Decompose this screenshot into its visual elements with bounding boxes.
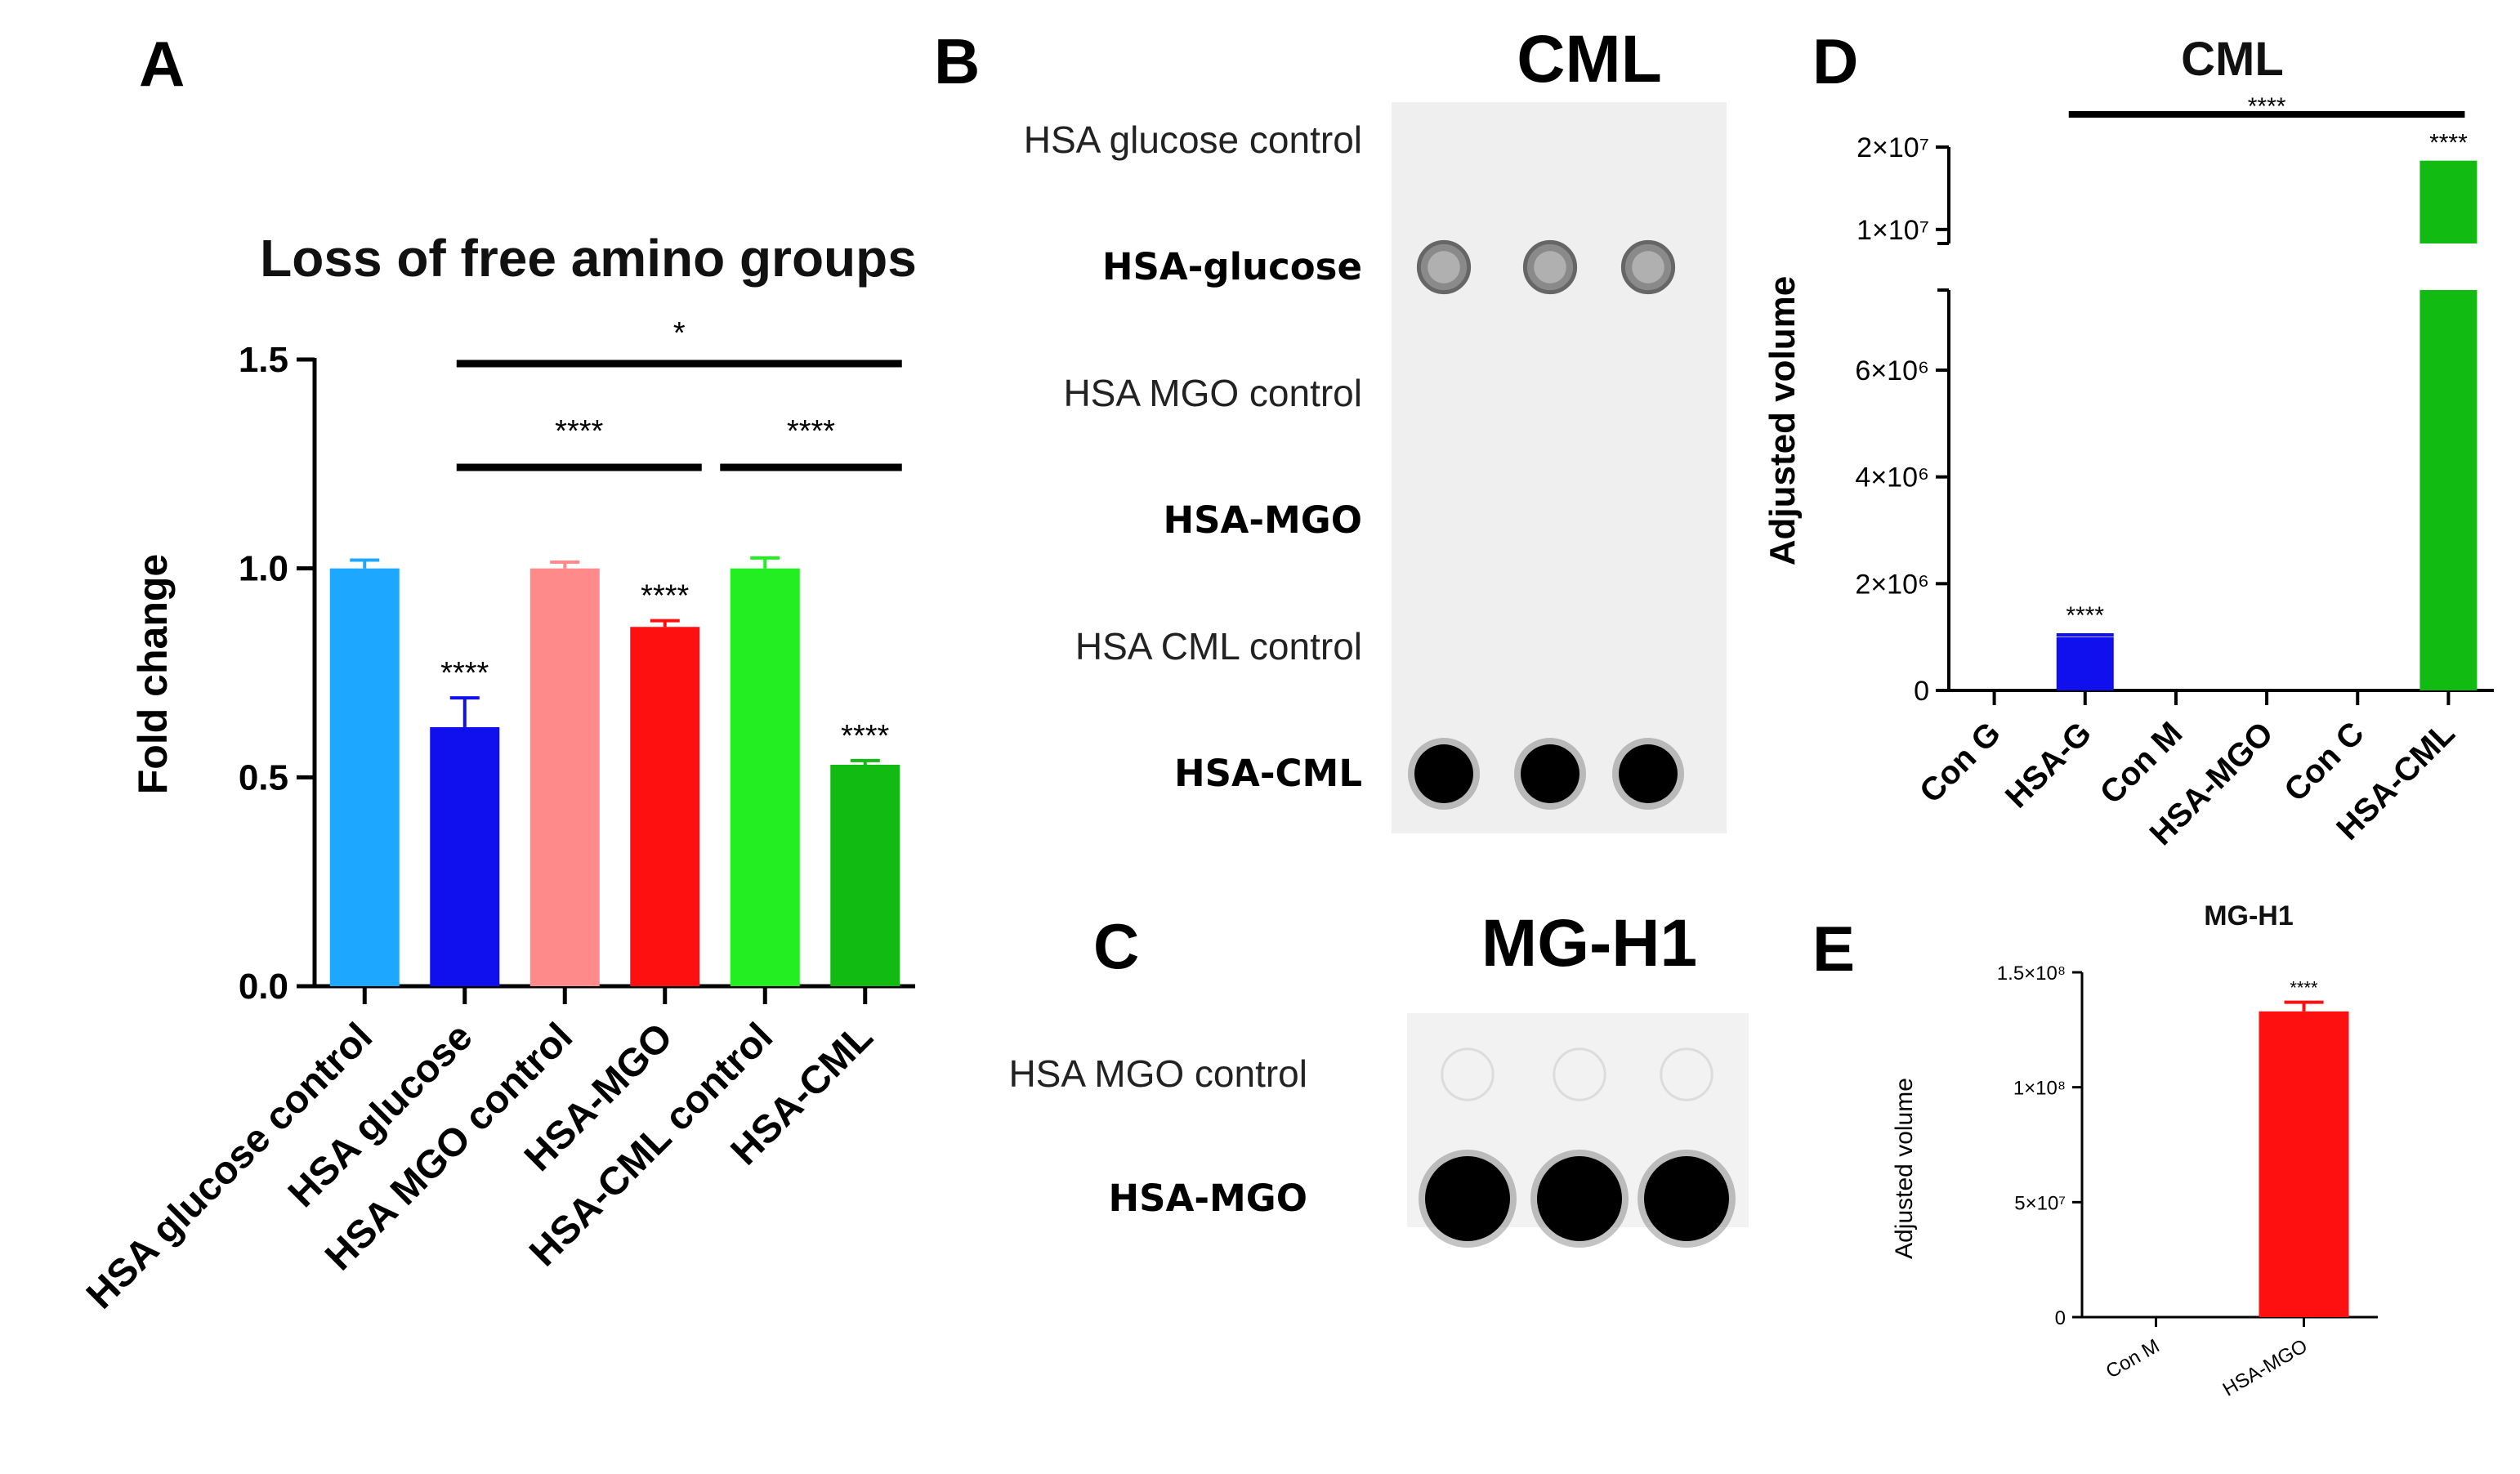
chart-d-bar — [2419, 290, 2478, 690]
blot-row-label: HSA-CML — [1174, 752, 1362, 795]
blot-row-label: HSA glucose control — [1024, 118, 1362, 161]
chart-d-bar-significance: **** — [2066, 602, 2104, 629]
blot-dot — [1441, 1047, 1495, 1101]
chart-a-bar-significance: **** — [641, 579, 689, 614]
chart-a-bar — [329, 568, 400, 986]
blot-dot-core — [1632, 251, 1664, 284]
chart-e-category-label: Con M — [2102, 1335, 2164, 1383]
chart-d-title: CML — [2181, 33, 2284, 86]
chart-e: MG-H1 Adjusted volume 0 5×10⁷ 1×10⁸ 1.5×10⁸… — [1891, 900, 2378, 1401]
chart-d-bar — [2056, 636, 2114, 690]
chart-d-category-label: Con G — [1913, 715, 2008, 810]
blot-dot — [1425, 1156, 1510, 1241]
blot-dot — [1537, 1156, 1622, 1241]
chart-e-category-label: HSA-MGO — [2219, 1335, 2312, 1401]
blot-b-membrane — [1392, 102, 1727, 833]
panel-letter-c: C — [1093, 910, 1139, 982]
blot-c-title: MG-H1 — [1481, 906, 1697, 980]
blot-row-label: HSA-glucose — [1102, 245, 1362, 288]
blot-dot — [1553, 1047, 1606, 1101]
chart-d-y-tick-label: 6×10⁶ — [1855, 355, 1929, 386]
chart-a-bar-significance: **** — [841, 719, 889, 753]
blot-dot — [1660, 1047, 1714, 1101]
chart-e-y-tick-label: 1.5×10⁸ — [1997, 963, 2066, 985]
blot-row-label: HSA MGO control — [1063, 372, 1362, 414]
chart-e-y-tick-label: 1×10⁸ — [2013, 1078, 2066, 1100]
blot-row-label: HSA CML control — [1075, 625, 1362, 668]
blot-dot — [1619, 744, 1678, 803]
chart-e-y-tick-label: 5×10⁷ — [2014, 1192, 2066, 1214]
chart-d-y-axis-label: Adjusted volume — [1763, 276, 1803, 566]
blot-dot-core — [1534, 251, 1566, 284]
chart-d-category-label: HSA-G — [1999, 715, 2098, 815]
chart-e-bar — [2259, 1011, 2349, 1317]
blot-dot — [1521, 744, 1579, 803]
chart-e-title: MG-H1 — [2204, 900, 2294, 931]
chart-a-y-tick-label: 1.0 — [239, 549, 288, 589]
chart-d-bar-upper — [2419, 163, 2478, 243]
chart-a-significance-label: **** — [787, 414, 835, 449]
chart-d-y-tick-label: 2×10⁷ — [1856, 132, 1929, 163]
chart-d-bar-significance: **** — [2429, 130, 2468, 157]
chart-a-bar — [430, 726, 500, 986]
chart-a-bar — [730, 568, 800, 986]
chart-e-y-axis-label: Adjusted volume — [1891, 1078, 1918, 1259]
blot-row-label: HSA-MGO — [1108, 1177, 1307, 1220]
chart-a-bar — [630, 627, 700, 986]
blot-dot — [1414, 744, 1473, 803]
chart-a: Loss of free amino groups Fold change 0.… — [78, 229, 917, 1317]
chart-a-significance-label: **** — [555, 414, 603, 449]
chart-a-bar — [830, 764, 900, 986]
blot-row-label: HSA-MGO — [1163, 498, 1362, 542]
panel-letter-b: B — [934, 25, 980, 97]
chart-d-y-tick-label: 0 — [1914, 676, 1929, 707]
chart-d-y-tick-label: 4×10⁶ — [1855, 462, 1929, 494]
chart-e-y-tick-label: 0 — [2055, 1307, 2066, 1329]
blot-b-title: CML — [1517, 22, 1662, 96]
panel-letter-d: D — [1812, 25, 1858, 97]
chart-d: CML Adjusted volume 0 2×10⁶ 4×10⁶ 6×10⁶ 1×10… — [1763, 33, 2494, 852]
chart-a-bar-significance: **** — [440, 656, 489, 690]
chart-a-y-tick-label: 0.5 — [239, 757, 288, 797]
chart-a-significance-label: * — [673, 316, 686, 351]
chart-d-significance-label: **** — [2248, 93, 2286, 120]
chart-d-y-tick-label: 2×10⁶ — [1855, 569, 1929, 600]
chart-a-y-tick-label: 0.0 — [239, 967, 288, 1007]
chart-d-y-tick-label: 1×10⁷ — [1856, 215, 1929, 246]
chart-a-bar — [529, 568, 600, 986]
panel-letter-a: A — [139, 28, 185, 100]
chart-a-y-axis-label: Fold change — [130, 554, 176, 794]
chart-a-title: Loss of free amino groups — [260, 229, 917, 288]
chart-a-y-tick-label: 1.5 — [239, 340, 288, 380]
panel-letter-e: E — [1812, 913, 1855, 985]
blot-row-label: HSA MGO control — [1008, 1052, 1307, 1095]
blot-dot-core — [1428, 251, 1460, 284]
chart-e-bar-significance: **** — [2290, 978, 2318, 998]
blot-dot — [1644, 1156, 1729, 1241]
